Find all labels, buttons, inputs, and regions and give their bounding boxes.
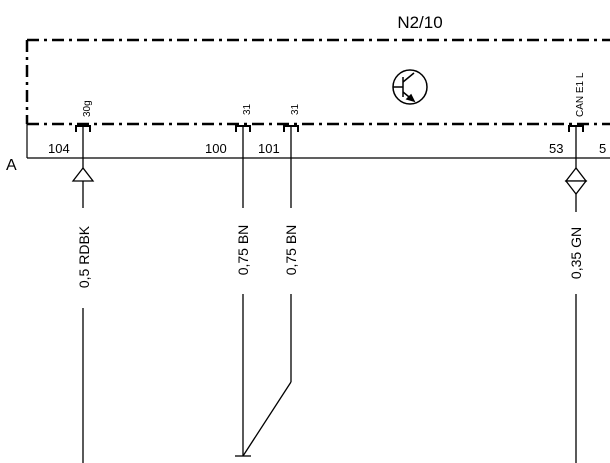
wire-label: 0,5 RDBK — [76, 225, 92, 288]
pin-number: 53 — [549, 141, 563, 156]
pin-100: 31 100 0,75 BN — [205, 103, 253, 456]
pin-signal: 30g — [82, 100, 93, 117]
pin-signal: CAN E1 L — [575, 72, 586, 117]
double-arrow-icon — [564, 166, 588, 196]
connector-block — [26, 124, 610, 159]
single-arrow-icon — [71, 166, 95, 182]
transistor-icon — [392, 69, 428, 105]
wire-label: 0,35 GN — [568, 227, 584, 279]
pin-104: 30g 104 0,5 RDBK — [48, 100, 95, 463]
pin-number: 104 — [48, 141, 70, 156]
pin-partial: 5 — [599, 141, 606, 156]
pin-number: 101 — [258, 141, 280, 156]
pin-53: CAN E1 L 53 0,35 GN — [549, 72, 588, 463]
component-ref: N2/10 — [397, 13, 442, 32]
wire-label: 0,75 BN — [283, 225, 299, 276]
pin-signal: 31 — [242, 103, 253, 115]
wire-label: 0,75 BN — [235, 225, 251, 276]
pin-101: 31 101 0,75 BN — [258, 103, 301, 382]
connector-label: A — [6, 157, 17, 174]
pin-signal: 31 — [290, 103, 301, 115]
pin-number: 100 — [205, 141, 227, 156]
component-boundary — [25, 38, 610, 126]
ground-splice — [235, 381, 292, 457]
pin-number: 5 — [599, 141, 606, 156]
